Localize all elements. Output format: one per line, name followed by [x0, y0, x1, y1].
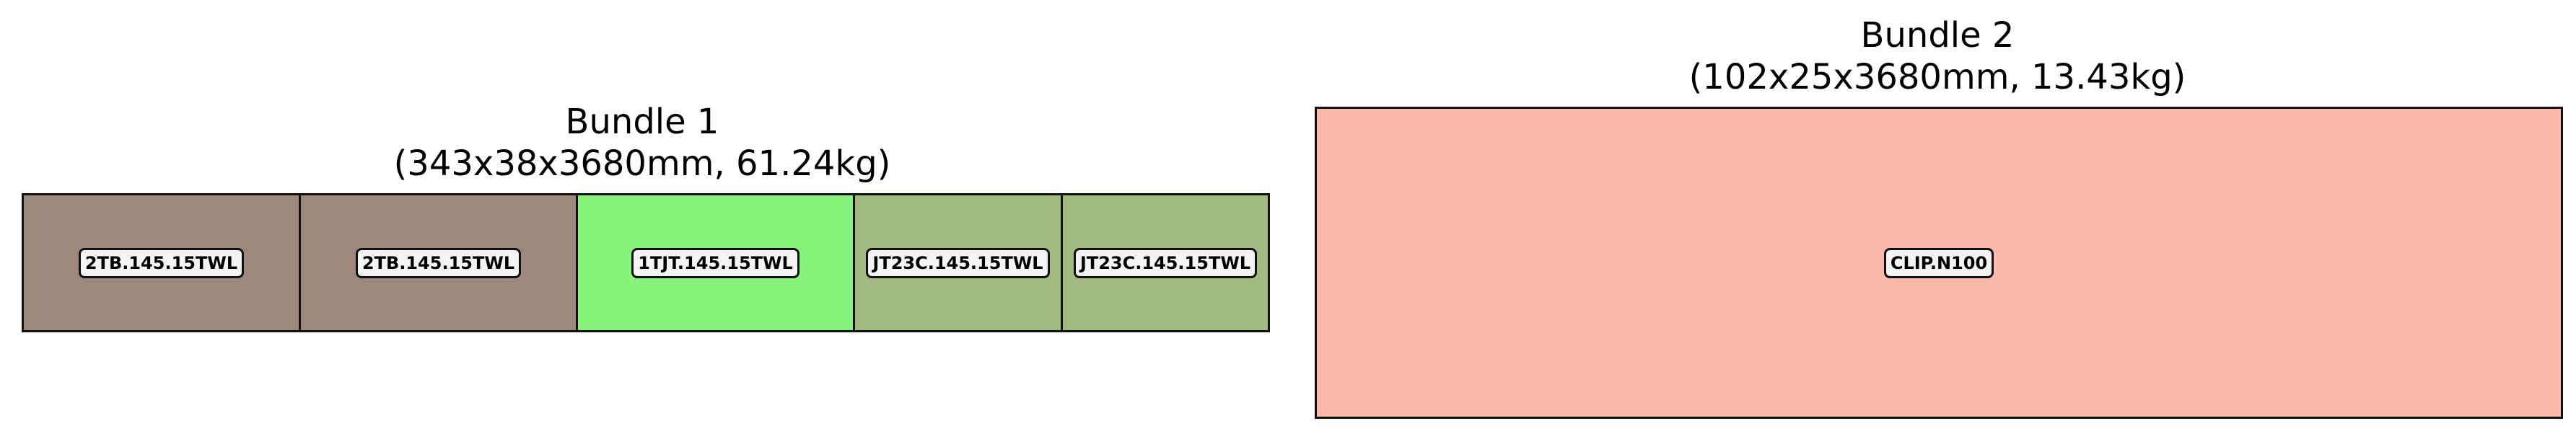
bundle-1-dimensions: (343x38x3680mm, 61.24kg) [393, 143, 891, 184]
piece-label: JT23C.145.15TWL [866, 247, 1050, 278]
bundle-1-piece: 2TB.145.15TWL [299, 193, 578, 332]
bundle-2-dimensions: (102x25x3680mm, 13.43kg) [1688, 57, 2186, 97]
bundle-1-title: Bundle 1 (343x38x3680mm, 61.24kg) [375, 101, 909, 185]
bundle-2-name: Bundle 2 [1860, 15, 2015, 56]
piece-label: 1TJT.145.15TWL [631, 247, 799, 278]
piece-label: JT23C.145.15TWL [1073, 247, 1258, 278]
piece-label: 2TB.145.15TWL [78, 247, 245, 278]
piece-label: CLIP.N100 [1883, 247, 1994, 278]
bundle-2-piece: CLIP.N100 [1315, 107, 2563, 419]
bundle-1-piece: 1TJT.145.15TWL [576, 193, 855, 332]
bundle-1-piece: JT23C.145.15TWL [853, 193, 1063, 332]
bundle-1-piece: 2TB.145.15TWL [22, 193, 301, 332]
piece-label: 2TB.145.15TWL [355, 247, 522, 278]
bundle-1-name: Bundle 1 [565, 102, 719, 142]
bundle-2-title: Bundle 2 (102x25x3680mm, 13.43kg) [1605, 14, 2269, 98]
bundle-1-piece: JT23C.145.15TWL [1061, 193, 1270, 332]
